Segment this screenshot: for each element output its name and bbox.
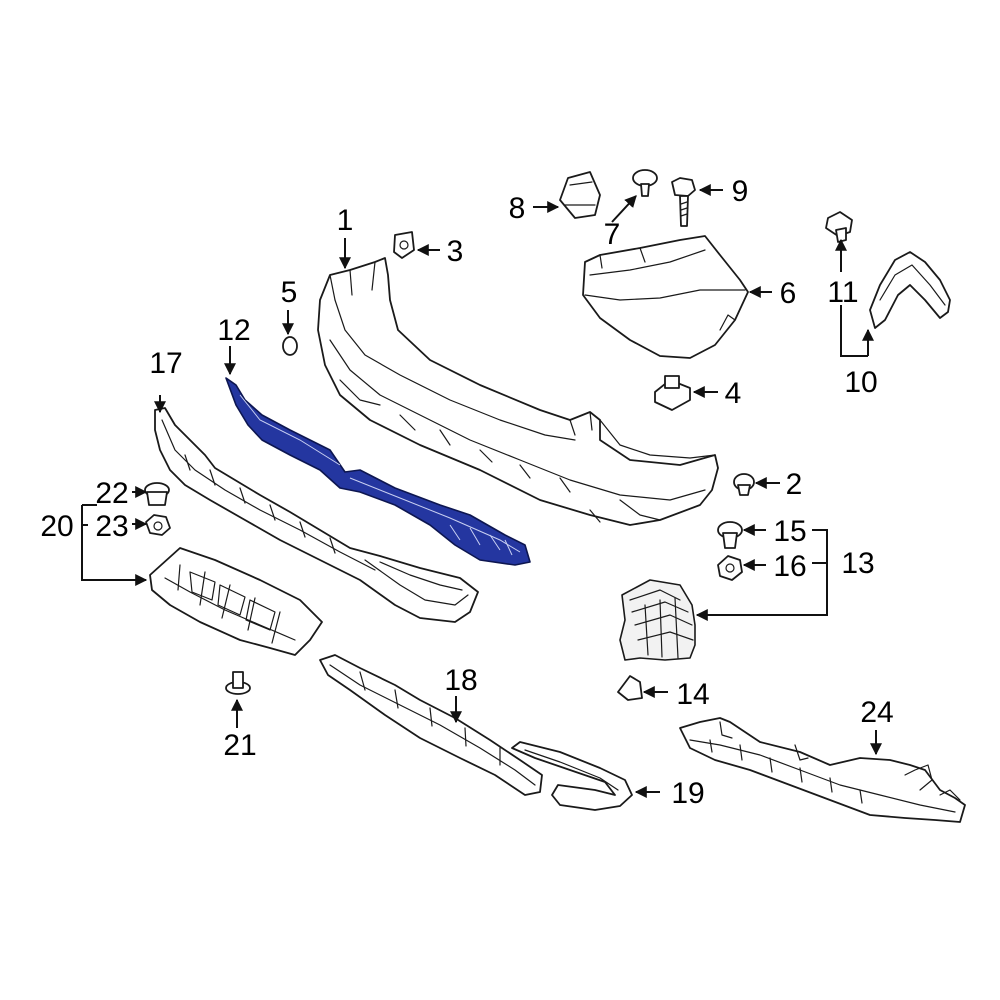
push-pin-7-part[interactable] [632, 169, 658, 197]
push-pin-21-part[interactable] [225, 671, 251, 695]
retainer-clip-part[interactable] [559, 171, 601, 219]
leader-lines [81, 184, 882, 798]
callout-8: 8 [509, 192, 526, 225]
callout-6: 6 [780, 277, 797, 310]
mount-bracket-part[interactable] [869, 251, 951, 329]
push-nut-15-part[interactable] [717, 521, 743, 549]
lower-trim-part[interactable] [319, 654, 543, 796]
bumper-cover-part[interactable] [317, 257, 719, 526]
nut-23-part[interactable] [145, 514, 171, 536]
trim-piece-part[interactable] [511, 741, 633, 811]
side-bracket-part[interactable] [619, 579, 696, 661]
grommet-5-part[interactable] [282, 336, 298, 356]
callout-2: 2 [786, 468, 803, 501]
callout-4: 4 [725, 377, 742, 410]
callout-10: 10 [844, 366, 877, 399]
bumper-reinforcement-highlighted-part[interactable] [225, 377, 531, 566]
push-pin-2-part[interactable] [733, 473, 755, 496]
bolt-9-part[interactable] [671, 177, 696, 227]
callout-14: 14 [676, 678, 709, 711]
callout-21: 21 [223, 729, 256, 762]
callout-11: 11 [827, 276, 858, 309]
callout-16: 16 [773, 550, 806, 583]
skid-plate-part[interactable] [149, 547, 323, 656]
callout-5: 5 [281, 276, 298, 309]
grommet-22-part[interactable] [144, 482, 170, 506]
energy-absorber-part[interactable] [679, 717, 966, 823]
push-pin-14-part[interactable] [617, 675, 643, 701]
nut-4-part[interactable] [654, 375, 691, 411]
clip-3-part[interactable] [393, 231, 415, 259]
callout-labels: 1 2 3 4 5 6 7 8 9 10 11 12 13 14 15 16 1… [40, 175, 893, 810]
callout-1: 1 [337, 204, 354, 237]
callout-23: 23 [95, 510, 128, 543]
callout-3: 3 [447, 235, 464, 268]
callout-13: 13 [841, 547, 874, 580]
nut-16-part[interactable] [717, 555, 743, 581]
callout-17: 17 [149, 347, 182, 380]
callout-24: 24 [860, 696, 893, 729]
bumper-end-cap-part[interactable] [582, 235, 749, 359]
callout-22: 22 [95, 477, 128, 510]
callout-9: 9 [732, 175, 749, 208]
callout-15: 15 [773, 515, 806, 548]
callout-12: 12 [217, 314, 250, 347]
callout-20: 20 [40, 510, 73, 543]
lower-valance-part[interactable] [154, 407, 479, 623]
callout-19: 19 [671, 777, 704, 810]
callout-7: 7 [604, 218, 621, 251]
bolt-11-part[interactable] [825, 211, 853, 243]
callout-18: 18 [444, 664, 477, 697]
